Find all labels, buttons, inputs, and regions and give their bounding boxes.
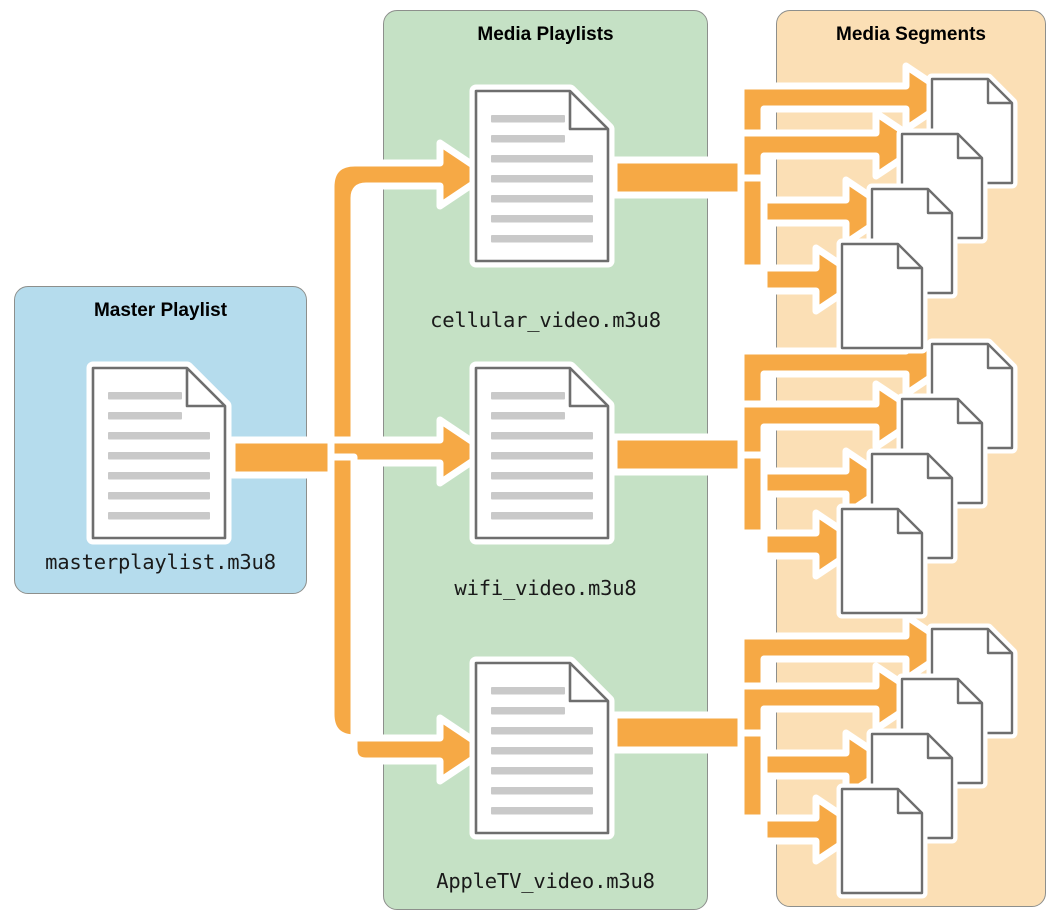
panel-title-media-segments: Media Segments: [836, 24, 986, 45]
media-playlist-doc-icon: [468, 360, 618, 546]
media-segment-doc: [836, 238, 928, 354]
caption-appletv-video: AppleTV_video.m3u8: [436, 869, 655, 893]
panel-title-media-playlists: Media Playlists: [477, 24, 614, 45]
master-playlist-doc-icon: [85, 360, 235, 546]
media-segment-doc: [836, 503, 928, 619]
panel-title-master-playlist: Master Playlist: [93, 300, 228, 321]
caption-wifi-video: wifi_video.m3u8: [454, 576, 637, 600]
media-segment-doc: [836, 783, 928, 899]
media-playlist-doc-icon: [468, 83, 618, 269]
caption-cellular-video: cellular_video.m3u8: [430, 308, 661, 332]
caption-masterplaylist: masterplaylist.m3u8: [45, 550, 276, 574]
media-playlist-doc-icon: [468, 655, 618, 841]
